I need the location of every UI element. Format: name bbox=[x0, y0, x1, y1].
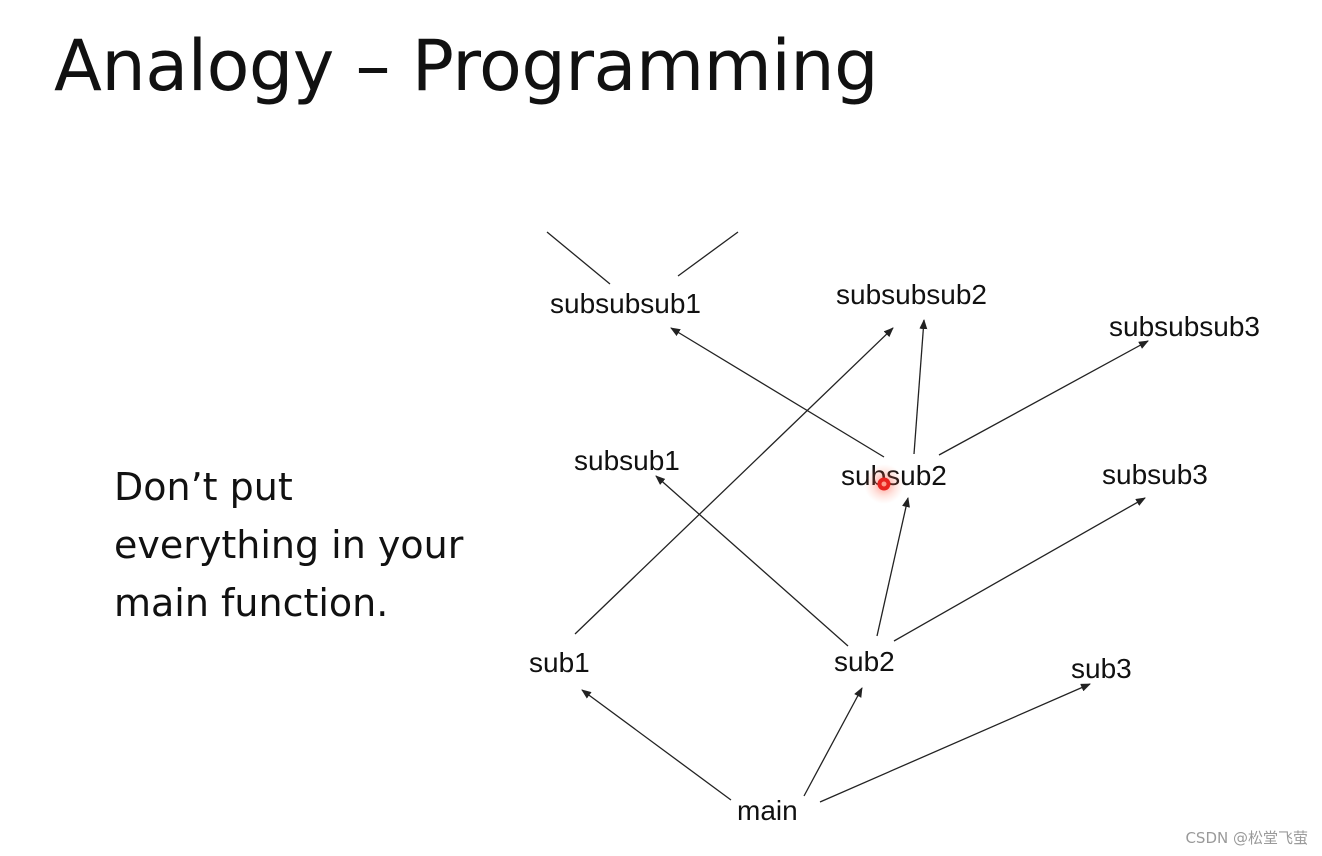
body-line-2: everything in your bbox=[114, 523, 464, 567]
edge-sub2-subsub3 bbox=[893, 497, 1146, 642]
body-line-3: main function. bbox=[114, 581, 389, 625]
node-main: main bbox=[737, 795, 798, 826]
edge-main-sub3 bbox=[819, 683, 1091, 803]
edge-sub1-subsubsub2 bbox=[574, 327, 894, 635]
watermark: CSDN @松堂飞萤 bbox=[1185, 829, 1308, 847]
edge-subsub2-subsubsub1 bbox=[670, 327, 885, 458]
edge-stub-right bbox=[677, 231, 739, 277]
edge-subsub2-subsubsub2 bbox=[913, 319, 928, 455]
edge-main-sub2 bbox=[803, 687, 863, 797]
node-sub1: sub1 bbox=[529, 647, 590, 678]
slide-title: Analogy – Programming bbox=[54, 25, 879, 107]
node-sub2: sub2 bbox=[834, 646, 895, 677]
node-subsub3: subsub3 bbox=[1102, 459, 1208, 490]
node-subsubsub3: subsubsub3 bbox=[1109, 311, 1260, 342]
edge-stub-left bbox=[546, 231, 611, 285]
body-line-1: Don’t put bbox=[114, 465, 293, 509]
node-subsub1: subsub1 bbox=[574, 445, 680, 476]
node-subsubsub2: subsubsub2 bbox=[836, 279, 987, 310]
node-sub3: sub3 bbox=[1071, 653, 1132, 684]
node-subsubsub1: subsubsub1 bbox=[550, 288, 701, 319]
edge-subsub2-subsubsub3 bbox=[938, 340, 1149, 456]
edge-sub2-subsub2 bbox=[876, 497, 910, 637]
edge-main-sub1 bbox=[581, 689, 732, 801]
edge-sub2-subsub1 bbox=[655, 475, 849, 647]
slide-body-text: Don’t put everything in your main functi… bbox=[114, 458, 534, 632]
laser-pointer-dot bbox=[864, 464, 904, 504]
